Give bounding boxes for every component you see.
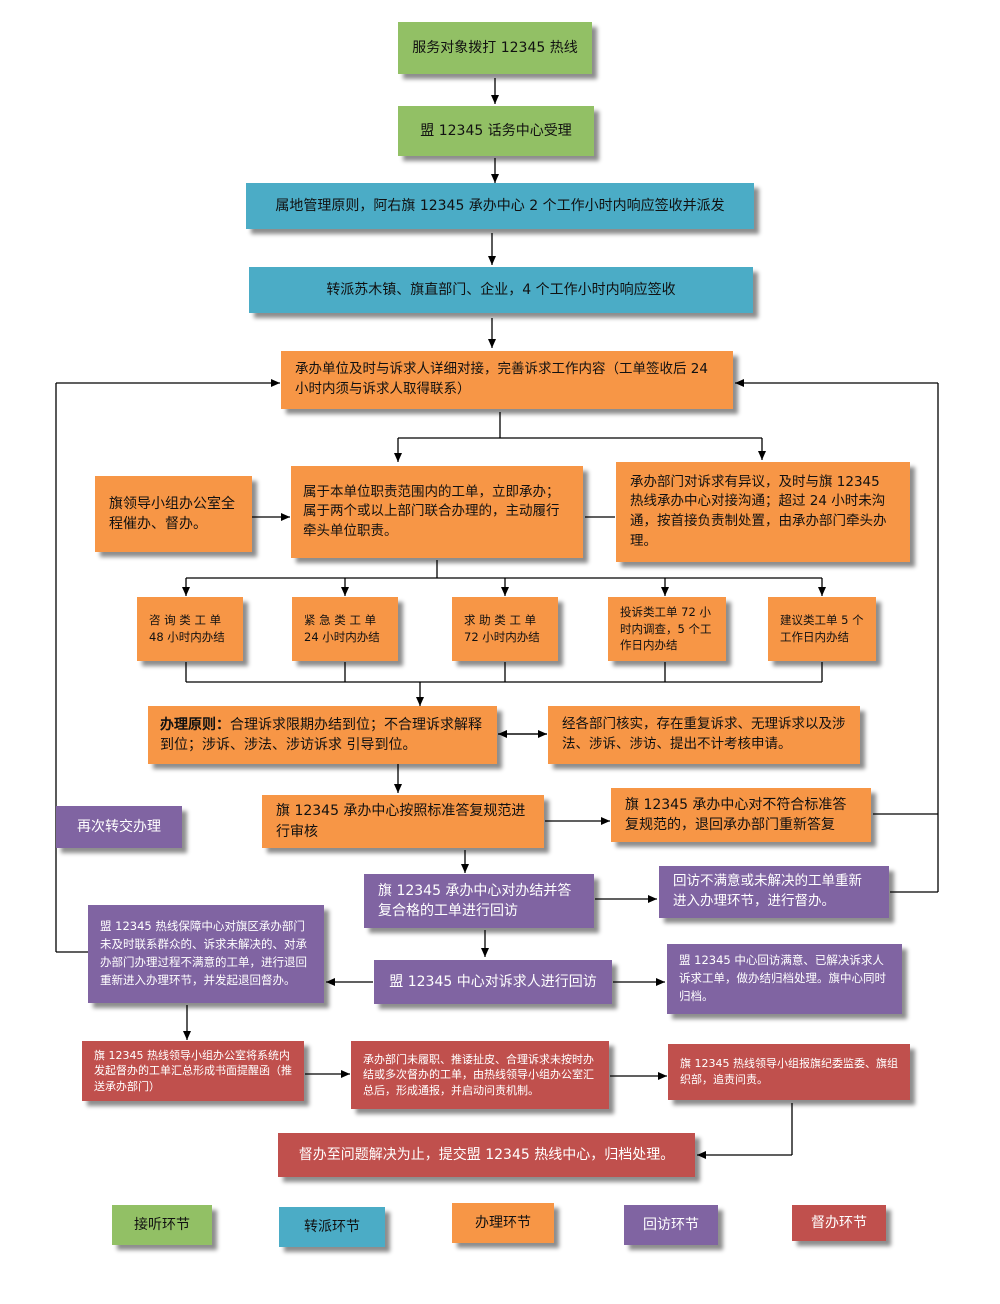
legend-dispatch-label: 转派环节	[304, 1218, 360, 1235]
legend-handle-label: 办理环节	[475, 1214, 531, 1231]
ticket-help-text: 求 助 类 工 单 72 小时内办结	[464, 613, 540, 644]
ticket-consult: 咨 询 类 工 单 48 小时内办结	[137, 597, 243, 661]
league-revisit-text: 盟 12345 中心对诉求人进行回访	[389, 973, 597, 990]
principle-node: 办理原则：合理诉求限期办结到位；不合理诉求解释到位；涉诉、涉法、涉访诉求 引导到…	[148, 706, 497, 764]
call-node: 服务对象拨打 12345 热线	[398, 22, 592, 74]
legend-handle: 办理环节	[452, 1203, 554, 1243]
transfer-text: 转派苏木镇、旗直部门、企业，4 个工作小时内响应签收	[326, 281, 676, 298]
revisit-qualified-node: 旗 12345 承办中心对办结并答复合格的工单进行回访	[364, 874, 594, 928]
principle-content: 办理原则：合理诉求限期办结到位；不合理诉求解释到位；涉诉、涉法、涉访诉求 引导到…	[160, 715, 485, 756]
final-node: 督办至问题解决为止，提交盟 12345 热线中心，归档处理。	[278, 1133, 695, 1177]
ticket-suggest: 建议类工单 5 个工作日内办结	[768, 597, 876, 661]
responsibility-node: 属于本单位职责范围内的工单，立即承办；属于两个或以上部门联合办理的，主动履行牵头…	[291, 466, 583, 558]
reminder-node: 旗 12345 热线领导小组办公室将系统内发起督办的工单汇总形成书面提醒函（推送…	[82, 1041, 304, 1101]
ticket-help: 求 助 类 工 单 72 小时内办结	[452, 597, 558, 661]
transfer-node: 转派苏木镇、旗直部门、企业，4 个工作小时内响应签收	[249, 267, 753, 313]
accept-node: 盟 12345 话务中心受理	[398, 106, 594, 156]
ticket-complaint-text: 投诉类工单 72 小时内调查，5 个工作日内办结	[620, 604, 712, 653]
dispute-text: 承办部门对诉求有异议，及时与旗 12345 热线承办中心对接沟通；超过 24 小…	[630, 473, 887, 549]
legend-dispatch: 转派环节	[279, 1207, 385, 1247]
guarantee-text: 盟 12345 热线保障中心对旗区承办部门未及时联系群众的、诉求未解决的、对承办…	[100, 919, 307, 987]
contact-text: 承办单位及时与诉求人详细对接，完善诉求工作内容（工单签收后 24 小时内须与诉求…	[295, 361, 708, 397]
ticket-complaint: 投诉类工单 72 小时内调查，5 个工作日内办结	[608, 597, 726, 661]
legend-intake: 接听环节	[112, 1205, 212, 1245]
revisit-qualified-text: 旗 12345 承办中心对办结并答复合格的工单进行回访	[378, 882, 572, 919]
retransfer-node: 再次转交办理	[56, 806, 182, 848]
revisit-unsatisfied-node: 回访不满意或未解决的工单重新进入办理环节，进行督办。	[659, 866, 889, 918]
verify-text: 经各部门核实，存在重复诉求、无理诉求以及涉法、涉诉、涉访、提出不计考核申请。	[562, 716, 846, 752]
legend-revisit: 回访环节	[624, 1205, 718, 1245]
verify-node: 经各部门核实，存在重复诉求、无理诉求以及涉法、涉诉、涉访、提出不计考核申请。	[548, 706, 860, 764]
reminder-text: 旗 12345 热线领导小组办公室将系统内发起督办的工单汇总形成书面提醒函（推送…	[94, 1048, 292, 1093]
revisit-unsatisfied-text: 回访不满意或未解决的工单重新进入办理环节，进行督办。	[673, 873, 862, 909]
report-text: 旗 12345 热线领导小组报旗纪委监委、旗组织部，追责问责。	[680, 1056, 898, 1087]
contact-node: 承办单位及时与诉求人详细对接，完善诉求工作内容（工单签收后 24 小时内须与诉求…	[281, 351, 733, 409]
review-node: 旗 12345 承办中心按照标准答复规范进行审核	[262, 795, 544, 848]
accept-text: 盟 12345 话务中心受理	[420, 122, 572, 139]
dispatch-banner-text: 属地管理原则，阿右旗 12345 承办中心 2 个工作小时内响应签收并派发	[275, 197, 725, 214]
responsibility-text: 属于本单位职责范围内的工单，立即承办；属于两个或以上部门联合办理的，主动履行牵头…	[303, 483, 560, 539]
report-node: 旗 12345 热线领导小组报旗纪委监委、旗组织部，追责问责。	[668, 1044, 910, 1100]
review-text: 旗 12345 承办中心按照标准答复规范进行审核	[276, 803, 526, 840]
legend-intake-label: 接听环节	[134, 1216, 190, 1233]
principle-title: 办理原则：	[160, 716, 230, 733]
accountability-text: 承办部门未履职、推诿扯皮、合理诉求未按时办结或多次督办的工单，由热线领导小组办公…	[363, 1052, 594, 1097]
satisfied-archive-node: 盟 12345 中心回访满意、已解决诉求人诉求工单，做办结归档处理。旗中心同时归…	[667, 944, 902, 1014]
ticket-urgent: 紧 急 类 工 单 24 小时内办结	[292, 597, 398, 661]
league-revisit-node: 盟 12345 中心对诉求人进行回访	[374, 960, 612, 1004]
ticket-suggest-text: 建议类工单 5 个工作日内办结	[780, 613, 864, 644]
principle-text: 合理诉求限期办结到位；不合理诉求解释到位；涉诉、涉法、涉访诉求 引导到位。	[160, 716, 482, 753]
retransfer-text: 再次转交办理	[77, 818, 161, 835]
guarantee-node: 盟 12345 热线保障中心对旗区承办部门未及时联系群众的、诉求未解决的、对承办…	[88, 905, 324, 1003]
legend-revisit-label: 回访环节	[643, 1216, 699, 1233]
final-text: 督办至问题解决为止，提交盟 12345 热线中心，归档处理。	[298, 1146, 675, 1163]
legend-supervise-label: 督办环节	[811, 1214, 867, 1231]
leader-office-node: 旗领导小组办公室全程催办、督办。	[95, 476, 252, 552]
ticket-urgent-text: 紧 急 类 工 单 24 小时内办结	[304, 613, 380, 644]
return-noncompliant-node: 旗 12345 承办中心对不符合标准答复规范的，退回承办部门重新答复	[611, 788, 871, 842]
ticket-consult-text: 咨 询 类 工 单 48 小时内办结	[149, 613, 225, 644]
satisfied-archive-text: 盟 12345 中心回访满意、已解决诉求人诉求工单，做办结归档处理。旗中心同时归…	[679, 953, 886, 1003]
leader-office-text: 旗领导小组办公室全程催办、督办。	[109, 495, 235, 532]
return-noncompliant-text: 旗 12345 承办中心对不符合标准答复规范的，退回承办部门重新答复	[625, 796, 847, 833]
call-text: 服务对象拨打 12345 热线	[412, 39, 578, 56]
dispatch-banner-node: 属地管理原则，阿右旗 12345 承办中心 2 个工作小时内响应签收并派发	[246, 183, 754, 229]
legend-supervise: 督办环节	[792, 1205, 886, 1241]
dispute-node: 承办部门对诉求有异议，及时与旗 12345 热线承办中心对接沟通；超过 24 小…	[616, 462, 910, 562]
accountability-node: 承办部门未履职、推诿扯皮、合理诉求未按时办结或多次督办的工单，由热线领导小组办公…	[351, 1041, 609, 1109]
